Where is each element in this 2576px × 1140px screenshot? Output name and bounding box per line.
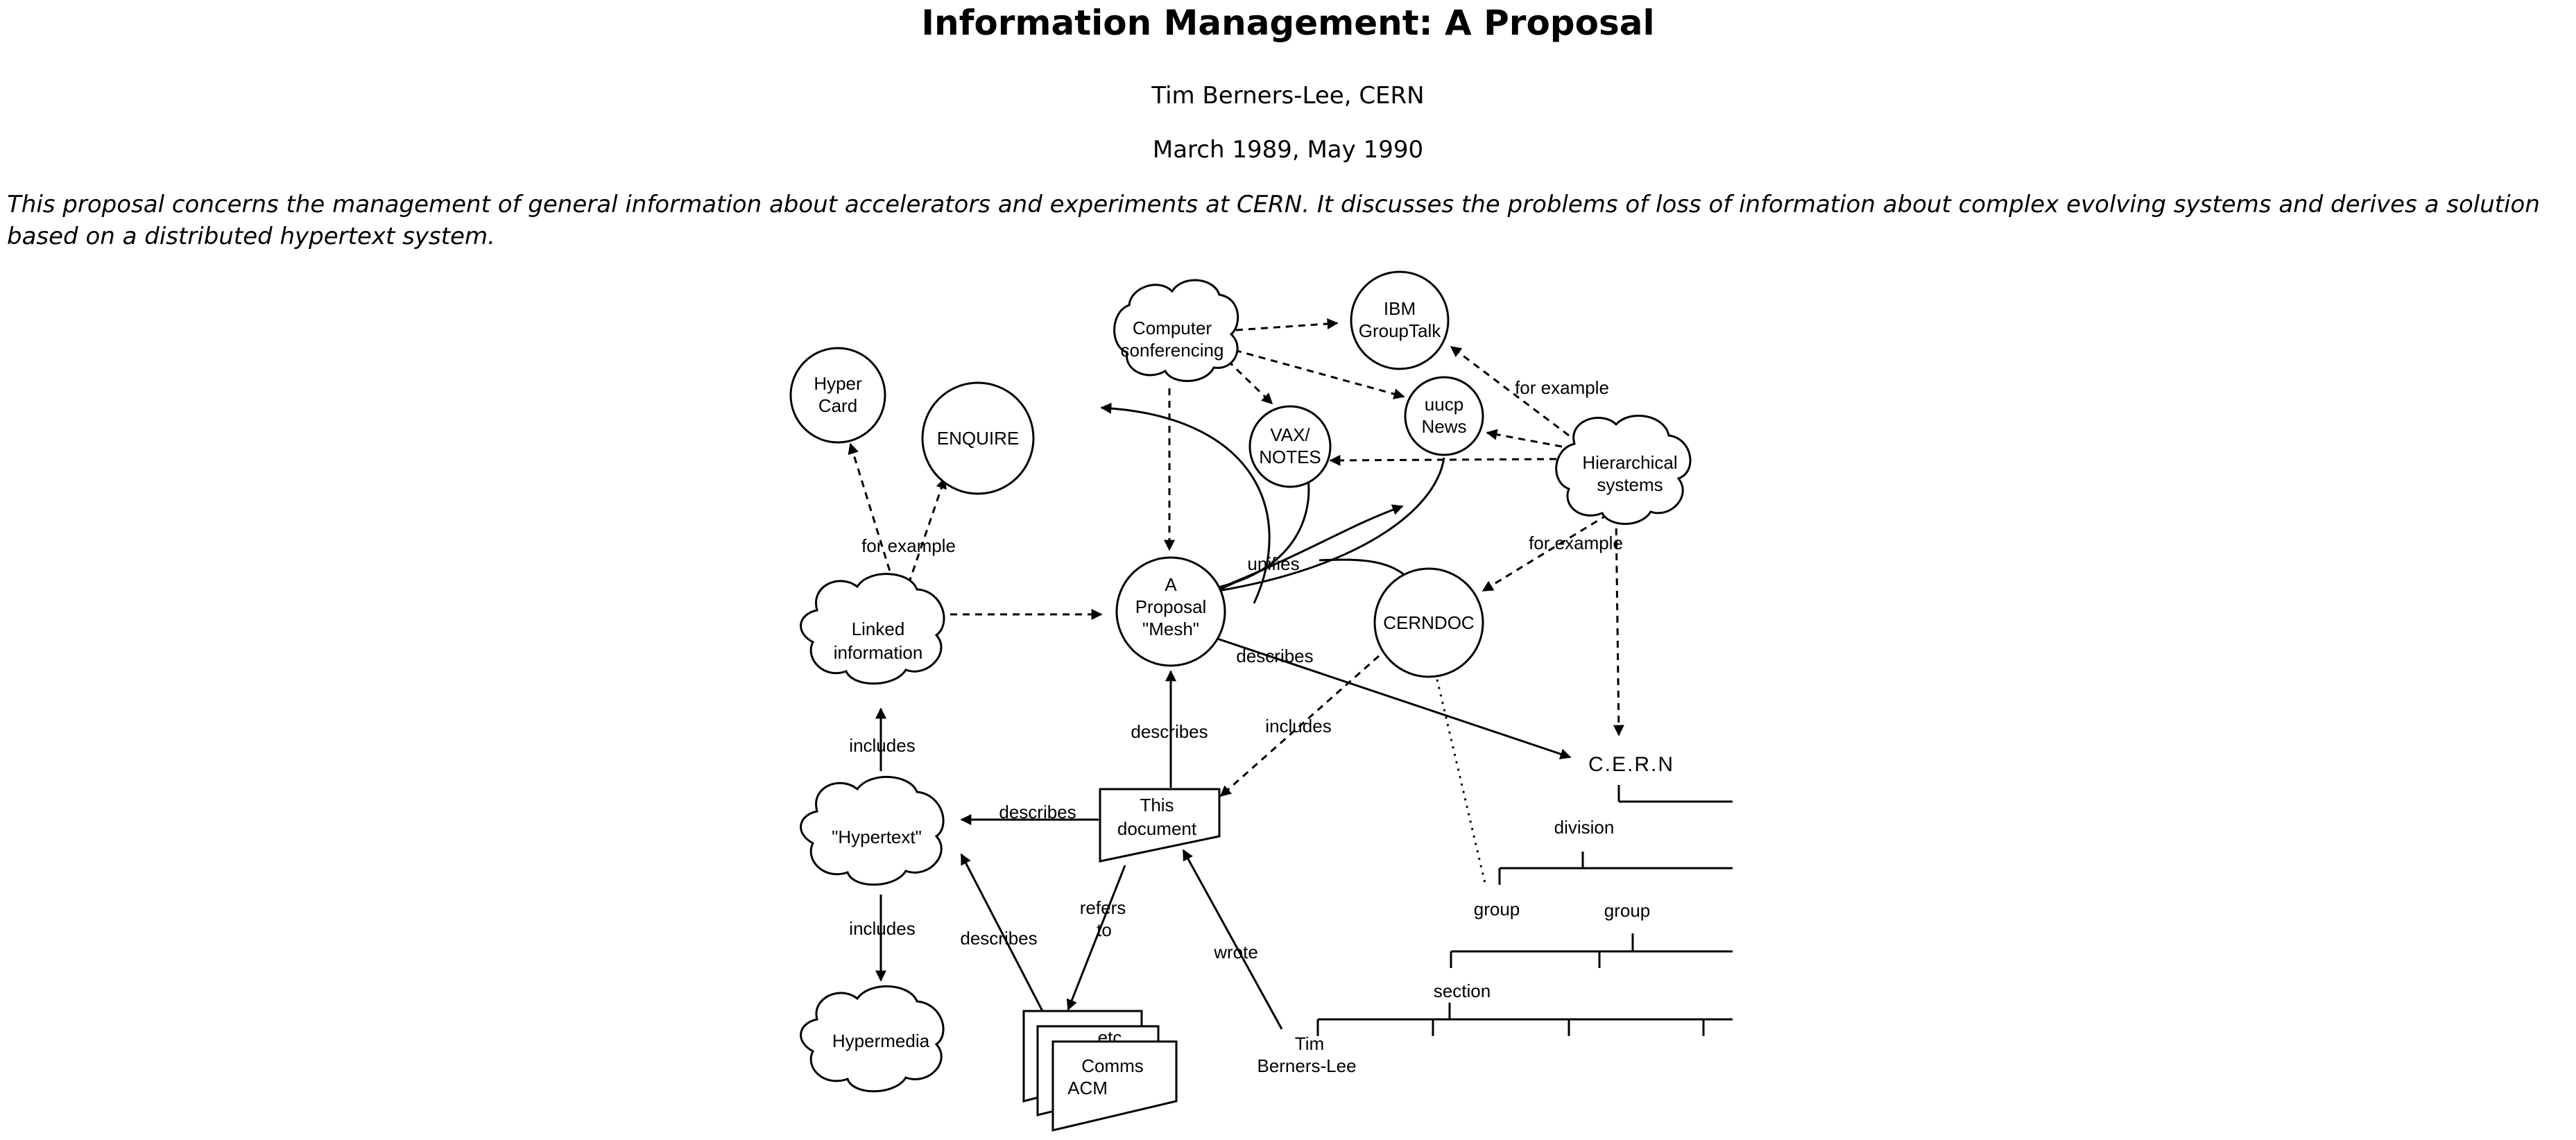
svg-text:section: section [1434,981,1491,1001]
svg-text:uucp: uucp [1425,394,1463,415]
svg-text:Computer: Computer [1133,318,1212,338]
svg-text:refers: refers [1080,897,1126,918]
svg-text:document: document [1117,818,1197,839]
svg-text:describes: describes [1236,646,1313,666]
svg-text:Comms: Comms [1081,1055,1144,1076]
svg-text:includes: includes [849,918,915,939]
svg-text:C.E.R.N: C.E.R.N [1588,753,1674,776]
svg-text:ENQUIRE: ENQUIRE [937,428,1019,449]
node-cerndoc: CERNDOC [1373,567,1484,678]
author-line: Tim Berners-Lee, CERN [1151,82,1425,110]
svg-text:group: group [1474,899,1520,919]
svg-text:"Mesh": "Mesh" [1142,619,1199,639]
node-ibm-grouptalk: IBM GroupTalk [1350,270,1450,370]
svg-text:A: A [1165,574,1177,595]
svg-text:VAX/: VAX/ [1270,424,1310,445]
svg-text:Hypermedia: Hypermedia [832,1030,930,1051]
node-documents-stack: etc Comms ACM [1022,1010,1178,1132]
svg-text:IBM: IBM [1384,298,1416,319]
svg-text:unifies: unifies [1247,553,1299,574]
svg-text:Card: Card [818,395,857,416]
svg-text:for example: for example [1515,377,1609,398]
node-hypermedia: Hypermedia [800,985,945,1093]
svg-text:GroupTalk: GroupTalk [1359,320,1441,341]
svg-text:conferencing: conferencing [1121,340,1224,361]
node-mesh-proposal: A Proposal "Mesh" [1115,556,1226,667]
node-vax-notes: VAX/ NOTES [1248,405,1332,488]
svg-text:describes: describes [1131,721,1208,742]
svg-text:Proposal: Proposal [1135,596,1207,617]
svg-text:News: News [1421,416,1466,437]
svg-text:Tim: Tim [1295,1033,1324,1054]
svg-text:This: This [1140,795,1174,815]
svg-text:NOTES: NOTES [1259,447,1321,467]
svg-text:ACM: ACM [1067,1078,1108,1098]
org-labels: C.E.R.N division group group section Tim… [1257,753,1674,1076]
edge-labels: for example for example for example unif… [849,377,1623,962]
node-enquire: ENQUIRE [921,381,1035,495]
svg-text:CERNDOC: CERNDOC [1383,612,1474,633]
node-this-document: This document [1099,788,1221,863]
svg-text:division: division [1554,817,1615,838]
svg-text:describes: describes [999,802,1076,822]
svg-text:group: group [1604,900,1651,921]
svg-text:Linked: Linked [852,619,905,639]
svg-text:information: information [834,642,923,663]
org-tree [1316,785,1733,1036]
node-hierarchical-systems: Hierarchical systems [1555,415,1692,525]
page-title: Information Management: A Proposal [921,3,1655,43]
abstract-text: This proposal concerns the management of… [7,191,2540,250]
node-computer-conferencing: Computer conferencing [1113,279,1239,382]
node-linked-information: Linked information [800,573,945,685]
node-hypertext: "Hypertext" [800,775,945,886]
svg-text:wrote: wrote [1213,942,1258,962]
svg-text:to: to [1097,919,1112,940]
diagram-connectors [848,318,1624,1030]
svg-text:systems: systems [1597,474,1663,495]
svg-text:Hierarchical: Hierarchical [1582,452,1677,473]
node-uucp-news: uucp News [1404,376,1484,456]
svg-text:for example: for example [1529,533,1623,553]
svg-text:Berners-Lee: Berners-Lee [1257,1055,1356,1076]
node-hypercard: Hyper Card [789,347,886,444]
svg-text:for example: for example [861,535,956,556]
svg-text:"Hypertext": "Hypertext" [832,827,922,847]
svg-text:Hyper: Hyper [814,373,862,394]
svg-text:includes: includes [849,735,915,756]
svg-text:includes: includes [1265,716,1331,736]
svg-text:describes: describes [960,928,1037,949]
date-line: March 1989, May 1990 [1152,136,1424,164]
